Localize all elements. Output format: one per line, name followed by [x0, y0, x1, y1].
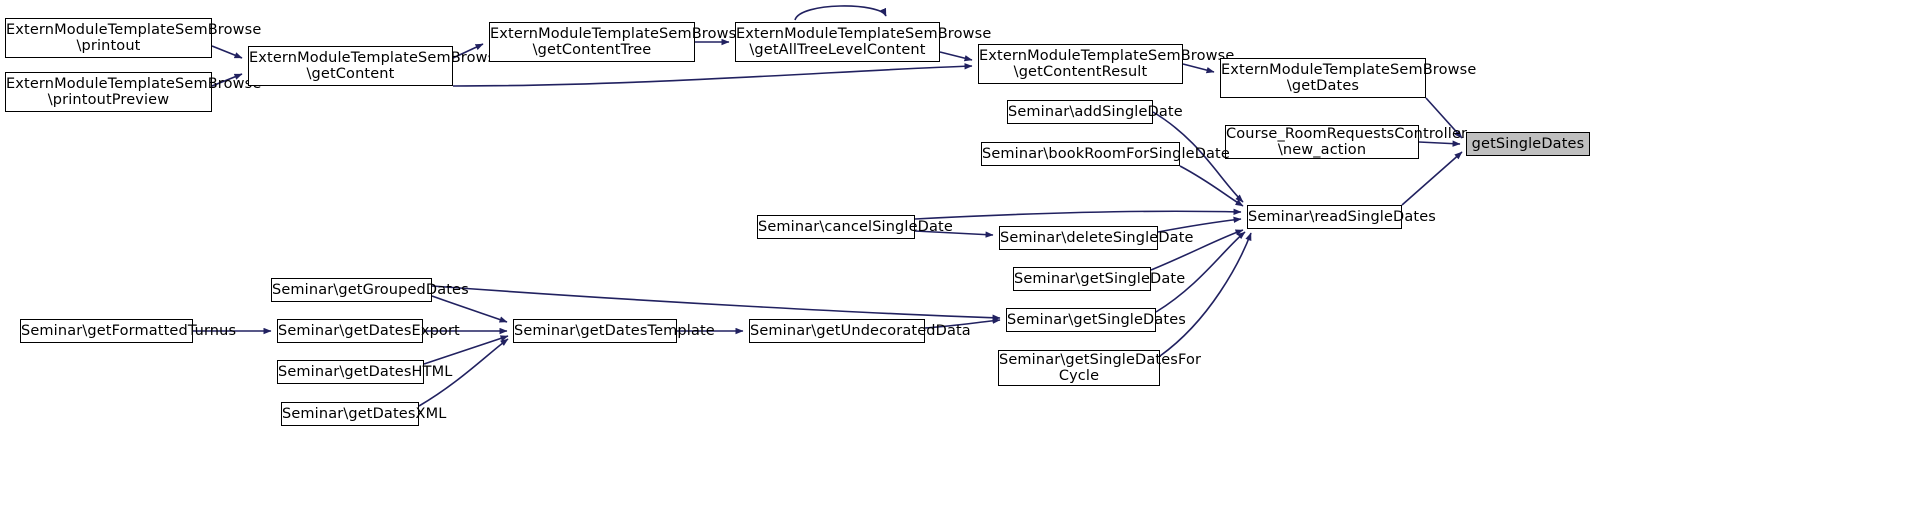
graph-edge	[431, 295, 508, 323]
graph-node-getSingleDate[interactable]: Seminar\getSingleDate	[1013, 267, 1186, 291]
graph-node-label: Seminar\addSingleDate	[1008, 103, 1183, 120]
graph-edge	[939, 51, 973, 62]
graph-node-label: Seminar\getDatesExport	[278, 322, 460, 339]
graph-node-getContentResult[interactable]: ExternModuleTemplateSemBrowse \getConten…	[978, 44, 1235, 84]
graph-node-cancelSingleDate[interactable]: Seminar\cancelSingleDate	[757, 215, 953, 239]
graph-node-printoutPreview[interactable]: ExternModuleTemplateSemBrowse \printoutP…	[5, 72, 262, 112]
graph-node-label: Seminar\getUndecoratedData	[750, 322, 971, 339]
graph-node-label: ExternModuleTemplateSemBrowse \printoutP…	[6, 75, 262, 108]
graph-node-getGroupedDates[interactable]: Seminar\getGroupedDates	[271, 278, 469, 302]
graph-node-deleteSingleDate[interactable]: Seminar\deleteSingleDate	[999, 226, 1194, 250]
graph-edge	[211, 45, 243, 59]
graph-node-label: Seminar\deleteSingleDate	[1000, 229, 1194, 246]
graph-node-label: Seminar\getGroupedDates	[272, 281, 469, 298]
graph-edge	[1182, 63, 1215, 74]
graph-node-label: Course_RoomRequestsController \new_actio…	[1226, 125, 1468, 158]
graph-edge	[423, 335, 509, 365]
graph-edge	[452, 63, 973, 87]
graph-node-label: ExternModuleTemplateSemBrowse \getDates	[1221, 61, 1477, 94]
graph-node-getAllTreeLevelContent[interactable]: ExternModuleTemplateSemBrowse \getAllTre…	[735, 22, 992, 62]
graph-node-label: ExternModuleTemplateSemBrowse \getConten…	[249, 49, 505, 82]
graph-edge	[794, 5, 887, 21]
graph-node-label: Seminar\getSingleDates	[1007, 311, 1186, 328]
graph-node-label: Seminar\cancelSingleDate	[758, 218, 953, 235]
graph-node-label: ExternModuleTemplateSemBrowse \getConten…	[979, 47, 1235, 80]
graph-node-label: Seminar\readSingleDates	[1248, 208, 1436, 225]
graph-node-newAction[interactable]: Course_RoomRequestsController \new_actio…	[1225, 125, 1468, 159]
graph-node-getDatesExport[interactable]: Seminar\getDatesExport	[277, 319, 460, 343]
graph-node-label: Seminar\getDatesTemplate	[514, 322, 715, 339]
graph-node-label: Seminar\getSingleDatesFor Cycle	[999, 351, 1202, 384]
graph-edge	[1159, 232, 1252, 357]
graph-node-getSingleDates[interactable]: getSingleDates	[1466, 132, 1590, 156]
graph-node-getSingleDatesForCycle[interactable]: Seminar\getSingleDatesFor Cycle	[998, 350, 1202, 386]
graph-node-getFormattedTurnus[interactable]: Seminar\getFormattedTurnus	[20, 319, 237, 343]
graph-node-addSingleDate[interactable]: Seminar\addSingleDate	[1007, 100, 1183, 124]
graph-node-label: Seminar\getSingleDate	[1014, 270, 1186, 287]
graph-node-label: Seminar\bookRoomForSingleDate	[982, 145, 1230, 162]
graph-node-label: Seminar\getDatesHTML	[278, 363, 453, 380]
graph-node-label: getSingleDates	[1471, 135, 1585, 152]
graph-edge	[914, 208, 1242, 220]
graph-node-getContent[interactable]: ExternModuleTemplateSemBrowse \getConten…	[248, 46, 505, 86]
graph-node-label: Seminar\getDatesXML	[282, 405, 447, 422]
graph-node-getDatesXML[interactable]: Seminar\getDatesXML	[281, 402, 447, 426]
graph-node-getDatesTemplate[interactable]: Seminar\getDatesTemplate	[513, 319, 715, 343]
graph-node-label: Seminar\getFormattedTurnus	[21, 322, 237, 339]
graph-node-bookRoomForSingleDate[interactable]: Seminar\bookRoomForSingleDate	[981, 142, 1230, 166]
graph-node-label: ExternModuleTemplateSemBrowse \getConten…	[490, 25, 746, 58]
graph-node-getContentTree[interactable]: ExternModuleTemplateSemBrowse \getConten…	[489, 22, 746, 62]
graph-node-label: ExternModuleTemplateSemBrowse \printout	[6, 21, 262, 54]
graph-node-label: ExternModuleTemplateSemBrowse \getAllTre…	[736, 25, 992, 58]
graph-node-getSingleDatesNode[interactable]: Seminar\getSingleDates	[1006, 308, 1186, 332]
graph-node-getUndecoratedData[interactable]: Seminar\getUndecoratedData	[749, 319, 971, 343]
graph-node-readSingleDates[interactable]: Seminar\readSingleDates	[1247, 205, 1436, 229]
graph-node-getDatesHTML[interactable]: Seminar\getDatesHTML	[277, 360, 453, 384]
graph-node-getDates[interactable]: ExternModuleTemplateSemBrowse \getDates	[1220, 58, 1477, 98]
graph-node-printout[interactable]: ExternModuleTemplateSemBrowse \printout	[5, 18, 262, 58]
graph-edge	[1418, 140, 1461, 147]
graph-edge	[1401, 151, 1463, 206]
graph-edge	[431, 285, 1001, 321]
graph-edge	[1179, 165, 1244, 207]
